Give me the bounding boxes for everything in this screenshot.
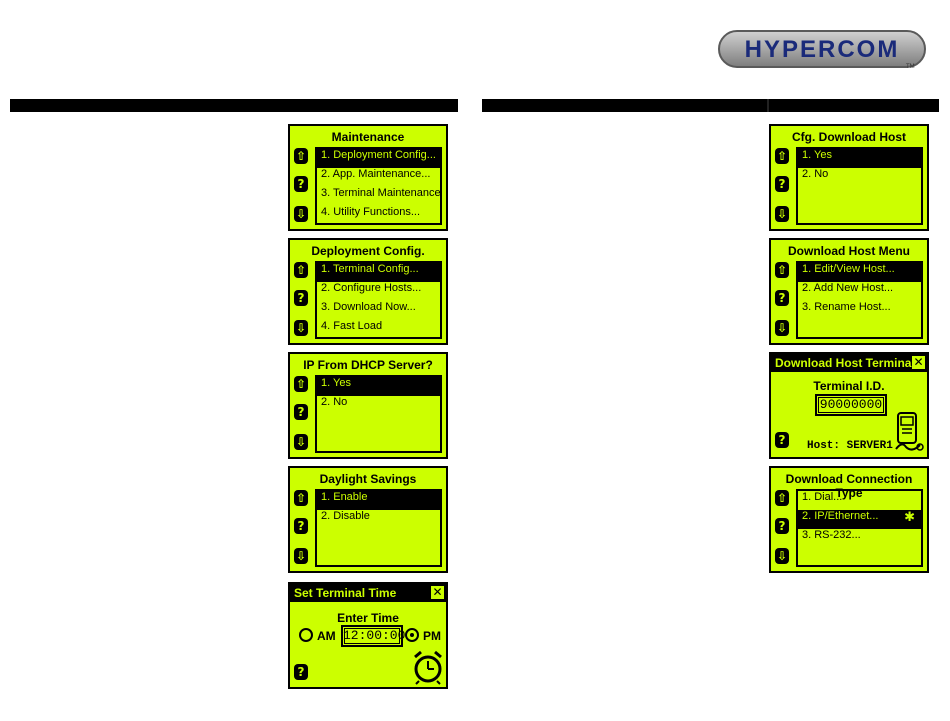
arrow-up-icon[interactable]: ⇧ — [775, 490, 789, 506]
am-radio[interactable] — [299, 628, 313, 642]
help-icon[interactable]: ? — [775, 432, 789, 448]
menu-item-app-maintenance[interactable]: 2. App. Maintenance... — [321, 168, 431, 180]
menu-item-yes[interactable]: 1. Yes — [317, 377, 440, 396]
hypercom-logo: HYPERCOM TM — [718, 30, 926, 70]
screen-set-terminal-time: Set Terminal Time ✕ Enter Time AM 12:00:… — [288, 582, 448, 689]
menu-list: 1. Dial... 2. IP/Ethernet... ✱ 3. RS-232.… — [796, 489, 923, 567]
arrow-up-icon[interactable]: ⇧ — [294, 262, 308, 278]
screen-download-host-menu: Download Host Menu ⇧ ? ⇩ 1. Edit/View Ho… — [769, 238, 929, 345]
terminal-id-input[interactable]: 90000000 — [815, 394, 887, 416]
menu-list: 1. Yes 2. No — [796, 147, 923, 225]
arrow-up-icon[interactable]: ⇧ — [775, 148, 789, 164]
menu-item-rename-host[interactable]: 3. Rename Host... — [802, 301, 891, 313]
arrow-down-icon[interactable]: ⇩ — [775, 206, 789, 222]
menu-list: 1. Yes 2. No — [315, 375, 442, 453]
menu-item-no[interactable]: 2. No — [802, 168, 829, 180]
menu-item-terminal-config[interactable]: 1. Terminal Config... — [317, 263, 440, 282]
menu-list: 1. Terminal Config... 2. Configure Hosts… — [315, 261, 442, 339]
terminal-device-icon — [895, 412, 924, 451]
screen-title: Deployment Config. — [311, 244, 425, 258]
menu-item-add-new-host[interactable]: 2. Add New Host... — [802, 282, 894, 294]
screen-title: Download Host Menu — [788, 244, 910, 258]
menu-list: 1. Enable 2. Disable — [315, 489, 442, 567]
arrow-down-icon[interactable]: ⇩ — [775, 548, 789, 564]
screen-title: Set Terminal Time — [290, 584, 446, 602]
asterisk-icon: ✱ — [904, 510, 915, 525]
pm-radio[interactable] — [405, 628, 419, 642]
menu-list: 1. Deployment Config... 2. App. Maintena… — [315, 147, 442, 225]
am-label: AM — [317, 629, 336, 643]
help-icon[interactable]: ? — [294, 176, 308, 192]
screen-maintenance: Maintenance ⇧ ? ⇩ 1. Deployment Config..… — [288, 124, 448, 231]
arrow-down-icon[interactable]: ⇩ — [294, 320, 308, 336]
menu-item-fast-load[interactable]: 4. Fast Load — [321, 320, 383, 332]
terminal-id-label: Terminal I.D. — [813, 379, 885, 393]
help-icon[interactable]: ? — [775, 176, 789, 192]
menu-item-yes[interactable]: 1. Yes — [798, 149, 921, 168]
arrow-down-icon[interactable]: ⇩ — [294, 548, 308, 564]
screen-title: Cfg. Download Host — [792, 130, 906, 144]
logo-text: HYPERCOM — [744, 36, 900, 63]
screen-title: Download Host Terminal ID — [771, 354, 927, 388]
help-icon[interactable]: ? — [775, 518, 789, 534]
help-icon[interactable]: ? — [775, 290, 789, 306]
enter-time-label: Enter Time — [337, 611, 399, 625]
section-header-bar-right — [482, 99, 939, 112]
arrow-down-icon[interactable]: ⇩ — [294, 206, 308, 222]
help-icon[interactable]: ? — [294, 404, 308, 420]
menu-item-terminal-maintenance[interactable]: 3. Terminal Maintenance... — [321, 187, 440, 199]
screen-title: Daylight Savings — [319, 472, 417, 486]
host-label: Host: SERVER1 — [807, 440, 893, 452]
arrow-up-icon[interactable]: ⇧ — [775, 262, 789, 278]
close-icon[interactable]: ✕ — [431, 585, 444, 599]
menu-item-no[interactable]: 2. No — [321, 396, 348, 408]
logo-pill — [718, 30, 926, 68]
screen-title: Maintenance — [331, 130, 405, 144]
screen-cfg-download-host: Cfg. Download Host ⇧ ? ⇩ 1. Yes 2. No — [769, 124, 929, 231]
menu-item-rs232[interactable]: 3. RS-232... — [802, 529, 861, 541]
pm-label: PM — [423, 629, 441, 643]
arrow-down-icon[interactable]: ⇩ — [294, 434, 308, 450]
menu-item-enable[interactable]: 1. Enable — [317, 491, 440, 510]
alarm-clock-icon — [414, 650, 442, 685]
screen-deployment-config: Deployment Config. ⇧ ? ⇩ 1. Terminal Con… — [288, 238, 448, 345]
menu-list: 1. Edit/View Host... 2. Add New Host... … — [796, 261, 923, 339]
menu-item-ip-ethernet[interactable]: 2. IP/Ethernet... ✱ — [798, 510, 921, 529]
help-icon[interactable]: ? — [294, 290, 308, 306]
menu-item-label: 2. IP/Ethernet... — [802, 510, 879, 522]
arrow-up-icon[interactable]: ⇧ — [294, 490, 308, 506]
menu-item-edit-view-host[interactable]: 1. Edit/View Host... — [798, 263, 921, 282]
menu-item-deployment-config[interactable]: 1. Deployment Config... — [317, 149, 440, 168]
help-icon[interactable]: ? — [294, 518, 308, 534]
menu-item-dial[interactable]: 1. Dial... — [802, 491, 843, 503]
screen-ip-dhcp: IP From DHCP Server? ⇧ ? ⇩ 1. Yes 2. No — [288, 352, 448, 459]
time-input[interactable]: 12:00:00 — [341, 625, 405, 647]
screen-download-connection-type: Download Connection Type ⇧ ? ⇩ 1. Dial..… — [769, 466, 929, 573]
screen-download-host-terminal-id: Download Host Terminal ID ✕ Terminal I.D… — [769, 352, 929, 459]
menu-item-configure-hosts[interactable]: 2. Configure Hosts... — [321, 282, 422, 294]
header-divider — [767, 99, 769, 112]
section-header-bar-left — [10, 99, 458, 112]
arrow-up-icon[interactable]: ⇧ — [294, 376, 308, 392]
menu-item-utility-functions[interactable]: 4. Utility Functions... — [321, 206, 421, 218]
arrow-down-icon[interactable]: ⇩ — [775, 320, 789, 336]
help-icon[interactable]: ? — [294, 664, 308, 680]
menu-item-disable[interactable]: 2. Disable — [321, 510, 370, 522]
arrow-up-icon[interactable]: ⇧ — [294, 148, 308, 164]
screen-daylight-savings: Daylight Savings ⇧ ? ⇩ 1. Enable 2. Disa… — [288, 466, 448, 573]
close-icon[interactable]: ✕ — [912, 355, 925, 369]
menu-item-download-now[interactable]: 3. Download Now... — [321, 301, 416, 313]
screen-title: IP From DHCP Server? — [303, 358, 433, 372]
logo-trademark: TM — [906, 64, 915, 70]
